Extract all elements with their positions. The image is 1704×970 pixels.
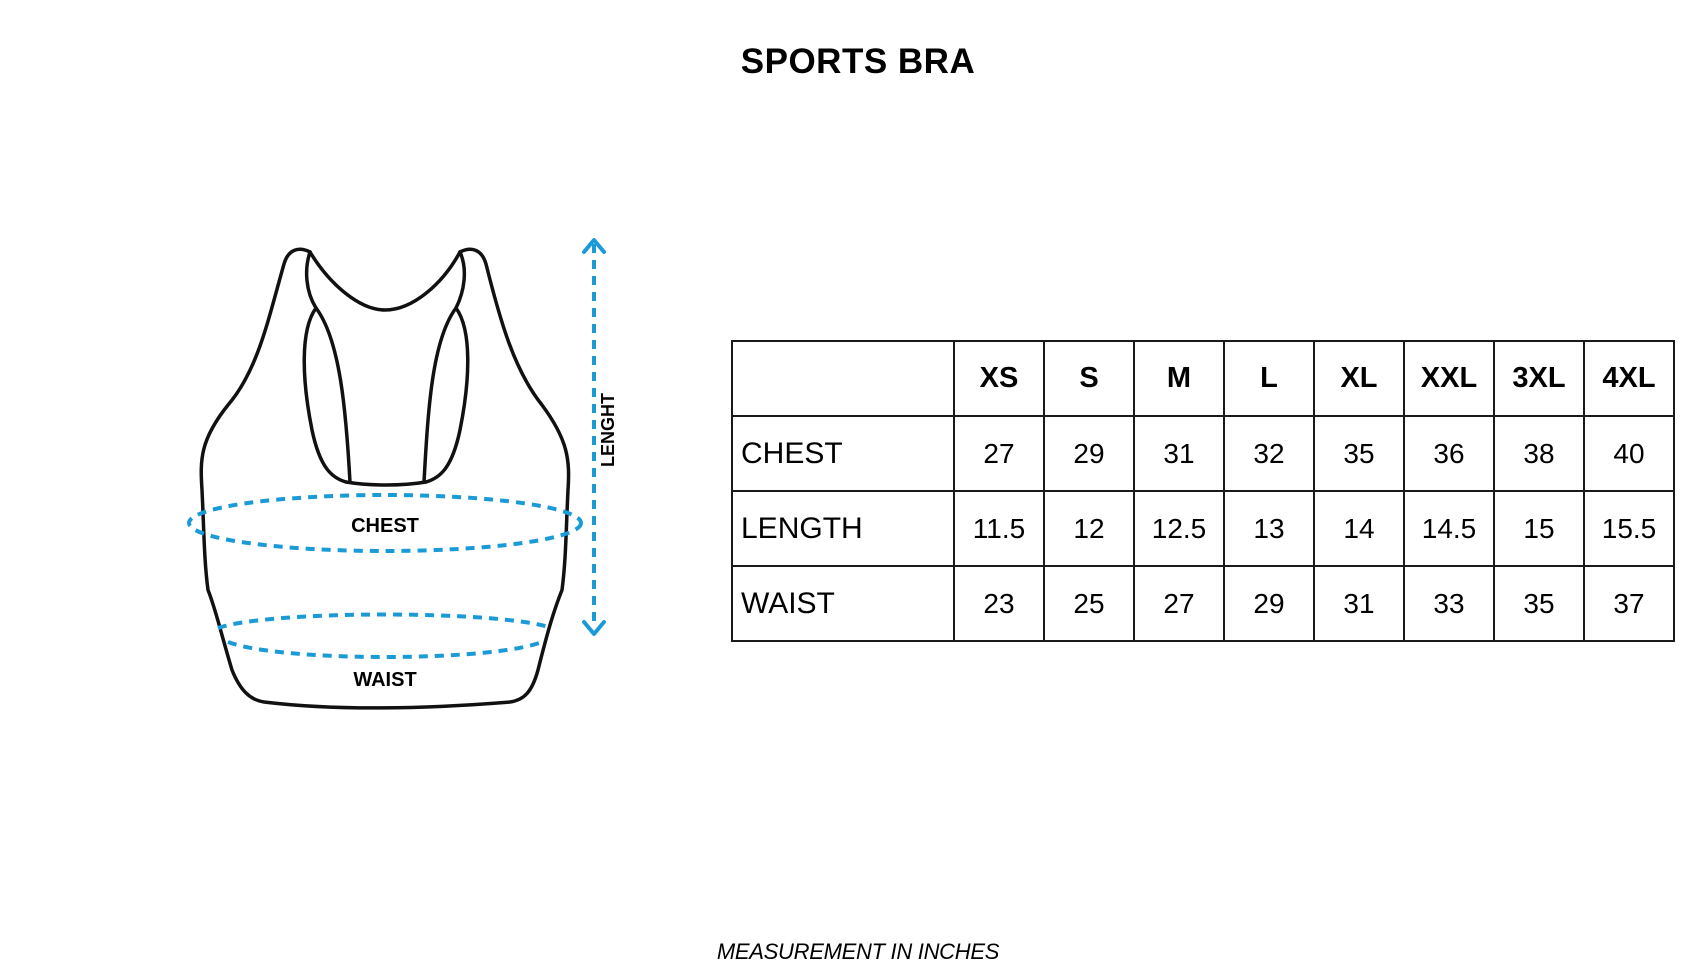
sports-bra-illustration: CHEST WAIST LENGHT <box>187 238 618 710</box>
table-cell: 14.5 <box>1403 490 1495 567</box>
table-cell: 23 <box>953 565 1045 642</box>
length-arrow <box>582 238 606 636</box>
table-cell: 29 <box>1043 415 1135 492</box>
size-header: XXL <box>1403 340 1495 417</box>
size-chart-table: XS S M L XL XXL 3XL 4XL CHEST 27 29 31 3… <box>731 340 1675 642</box>
table-cell: 12 <box>1043 490 1135 567</box>
waist-measure-line-bottom <box>227 640 543 659</box>
page-title: SPORTS BRA <box>740 42 976 81</box>
table-header-row: XS S M L XL XXL 3XL 4XL <box>731 340 1675 417</box>
table-row-chest: CHEST 27 29 31 32 35 36 38 40 <box>731 415 1675 492</box>
table-cell: 25 <box>1043 565 1135 642</box>
sports-bra-diagram: CHEST WAIST LENGHT <box>180 230 700 770</box>
size-header: 4XL <box>1583 340 1675 417</box>
table-cell: 14 <box>1313 490 1405 567</box>
size-header: S <box>1043 340 1135 417</box>
table-cell: 35 <box>1313 415 1405 492</box>
table-cell: 27 <box>1133 565 1225 642</box>
table-cell: 36 <box>1403 415 1495 492</box>
row-label: WAIST <box>731 565 955 642</box>
table-cell: 15 <box>1493 490 1585 567</box>
length-label: LENGHT <box>598 393 618 467</box>
row-label: LENGTH <box>731 490 955 567</box>
size-header: M <box>1133 340 1225 417</box>
table-cell: 31 <box>1133 415 1225 492</box>
size-header: L <box>1223 340 1315 417</box>
size-header: 3XL <box>1493 340 1585 417</box>
size-header: XS <box>953 340 1045 417</box>
table-cell: 33 <box>1403 565 1495 642</box>
table-cell: 15.5 <box>1583 490 1675 567</box>
chest-label: CHEST <box>351 515 419 537</box>
row-label: CHEST <box>731 415 955 492</box>
table-row-length: LENGTH 11.5 12 12.5 13 14 14.5 15 15.5 <box>731 490 1675 567</box>
size-header: XL <box>1313 340 1405 417</box>
chest-measure-line <box>187 493 583 553</box>
arrow-up-icon <box>582 238 606 254</box>
table-cell: 13 <box>1223 490 1315 567</box>
table-row-waist: WAIST 23 25 27 29 31 33 35 37 <box>731 565 1675 642</box>
measurement-note: MEASUREMENT IN INCHES <box>716 939 1000 964</box>
table-cell: 29 <box>1223 565 1315 642</box>
table-cell: 12.5 <box>1133 490 1225 567</box>
table-cell: 38 <box>1493 415 1585 492</box>
arrow-down-icon <box>582 620 606 636</box>
table-corner-cell <box>731 340 955 417</box>
table-cell: 37 <box>1583 565 1675 642</box>
table-cell: 35 <box>1493 565 1585 642</box>
waist-measure-line-top <box>217 612 553 630</box>
table-cell: 32 <box>1223 415 1315 492</box>
table-cell: 31 <box>1313 565 1405 642</box>
table-cell: 11.5 <box>953 490 1045 567</box>
waist-label: WAIST <box>353 669 416 691</box>
table-cell: 27 <box>953 415 1045 492</box>
table-cell: 40 <box>1583 415 1675 492</box>
garment-outline <box>199 247 571 710</box>
